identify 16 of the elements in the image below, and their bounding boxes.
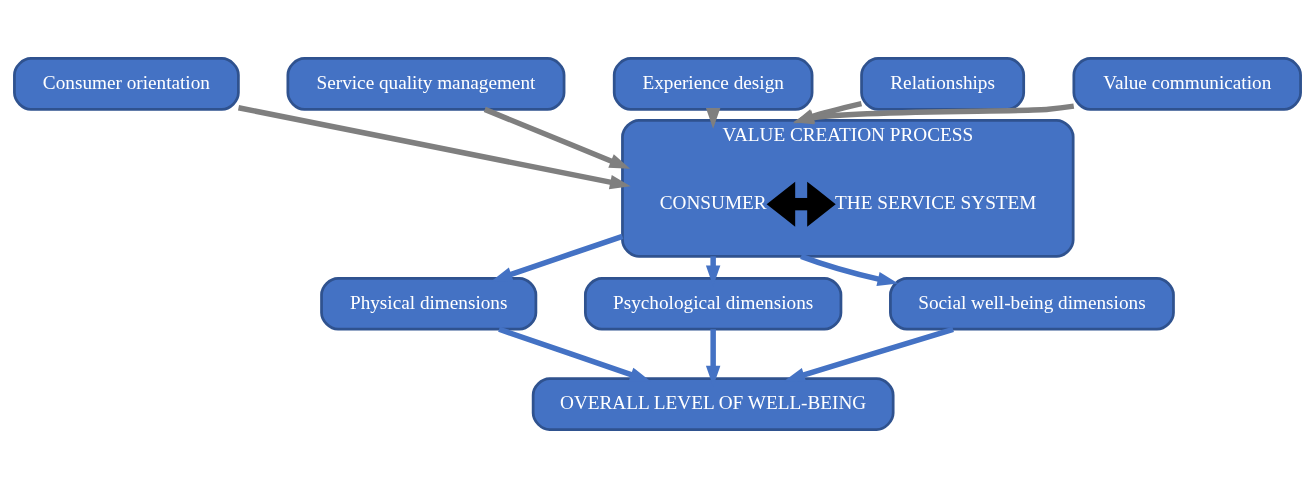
node-box: Physical dimensions xyxy=(320,276,538,331)
node-box: Social well-being dimensions xyxy=(889,276,1175,331)
arrow xyxy=(483,106,631,169)
node-box: Consumer orientation xyxy=(13,57,240,111)
arrow xyxy=(766,181,836,227)
node-box: Service quality management xyxy=(286,57,566,111)
arrow xyxy=(498,326,651,382)
arrow xyxy=(491,233,624,282)
node-box: OVERALL LEVEL OF WELL-BEING xyxy=(531,377,895,431)
arrow xyxy=(237,105,631,190)
node-text: THE SERVICE SYSTEM xyxy=(835,192,1037,214)
node-box: Psychological dimensions xyxy=(584,276,843,331)
node-text: CONSUMER xyxy=(659,192,767,214)
node-box: Relationships xyxy=(860,57,1026,111)
node-box: Value communication xyxy=(1072,57,1302,111)
arrow xyxy=(784,326,954,382)
